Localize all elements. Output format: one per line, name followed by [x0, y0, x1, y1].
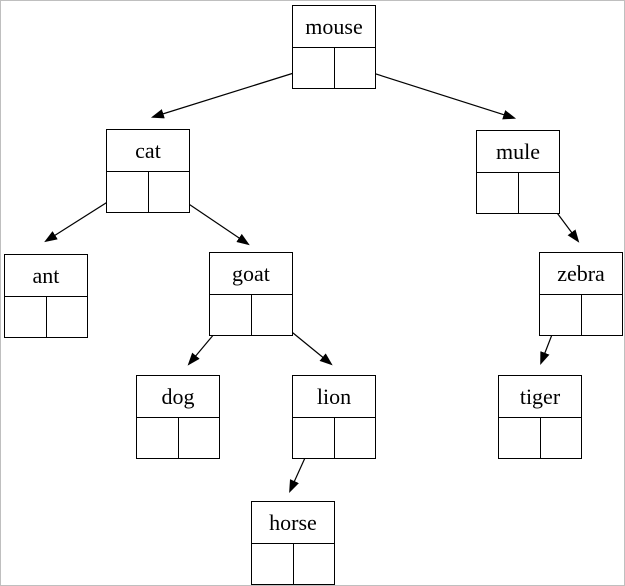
left-pointer-cell [499, 418, 541, 458]
pointer-cells [540, 295, 622, 335]
left-pointer-cell [293, 48, 335, 88]
tree-node-cat: cat [106, 129, 190, 213]
pointer-cells [107, 172, 189, 212]
right-pointer-cell [335, 418, 376, 458]
pointer-cells [477, 173, 559, 213]
right-pointer-cell [519, 173, 560, 213]
right-pointer-cell [294, 544, 335, 584]
pointer-cells [293, 48, 375, 88]
node-label: tiger [499, 376, 581, 418]
node-label: horse [252, 502, 334, 544]
right-pointer-cell [149, 172, 190, 212]
right-pointer-cell [47, 297, 88, 337]
left-pointer-cell [477, 173, 519, 213]
right-pointer-cell [252, 295, 293, 335]
tree-node-mule: mule [476, 130, 560, 214]
node-label: dog [137, 376, 219, 418]
tree-node-dog: dog [136, 375, 220, 459]
pointer-cells [137, 418, 219, 458]
tree-node-horse: horse [251, 501, 335, 585]
node-label: goat [210, 253, 292, 295]
left-pointer-cell [293, 418, 335, 458]
node-label: lion [293, 376, 375, 418]
tree-node-zebra: zebra [539, 252, 623, 336]
left-pointer-cell [210, 295, 252, 335]
tree-node-tiger: tiger [498, 375, 582, 459]
node-label: mouse [293, 6, 375, 48]
node-label: zebra [540, 253, 622, 295]
right-pointer-cell [179, 418, 220, 458]
left-pointer-cell [107, 172, 149, 212]
node-label: mule [477, 131, 559, 173]
node-label: cat [107, 130, 189, 172]
edge-arrow-mouse-cat [150, 66, 314, 119]
right-pointer-cell [582, 295, 623, 335]
left-pointer-cell [540, 295, 582, 335]
tree-node-lion: lion [292, 375, 376, 459]
left-pointer-cell [252, 544, 294, 584]
tree-node-mouse: mouse [292, 5, 376, 89]
left-pointer-cell [5, 297, 47, 337]
pointer-cells [252, 544, 334, 584]
tree-node-goat: goat [209, 252, 293, 336]
tree-node-ant: ant [4, 254, 88, 338]
pointer-cells [210, 295, 292, 335]
left-pointer-cell [137, 418, 179, 458]
right-pointer-cell [541, 418, 582, 458]
edge-arrow-mouse-mule [353, 66, 517, 120]
node-label: ant [5, 255, 87, 297]
pointer-cells [499, 418, 581, 458]
right-pointer-cell [335, 48, 376, 88]
pointer-cells [293, 418, 375, 458]
pointer-cells [5, 297, 87, 337]
